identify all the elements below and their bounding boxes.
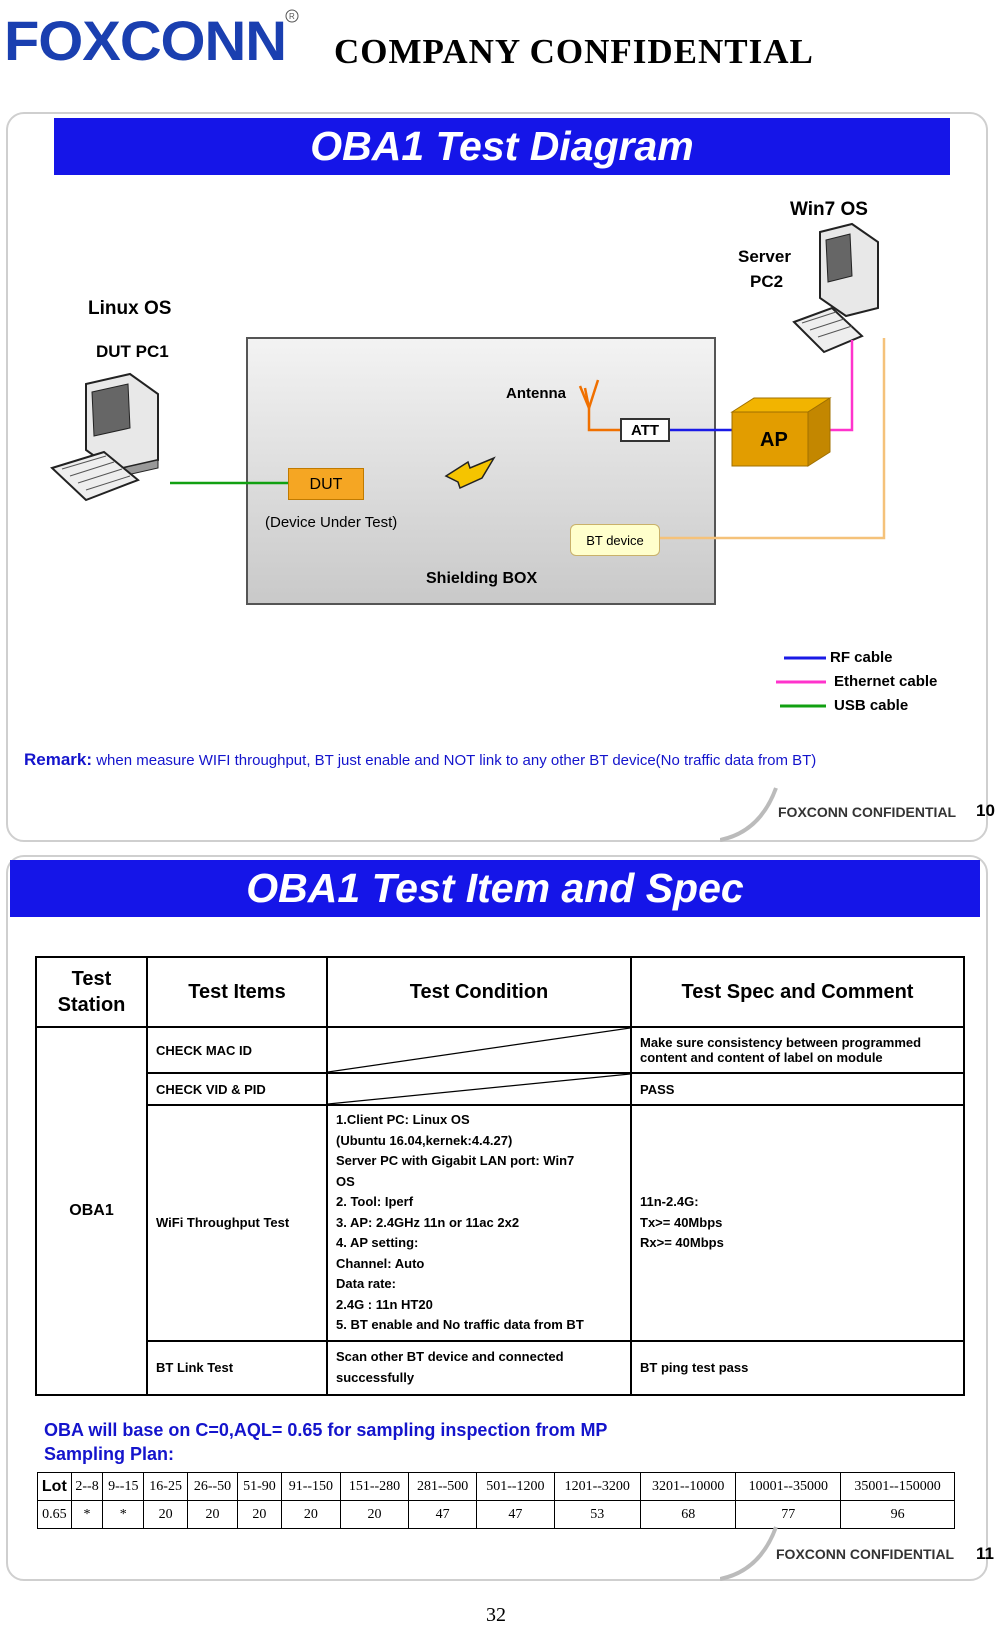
item-cell: CHECK MAC ID bbox=[146, 1026, 328, 1074]
sampling-head-cell: 9--15 bbox=[102, 1472, 145, 1501]
ethernet-cable-line bbox=[830, 340, 854, 432]
legend-rf-cable: RF cable bbox=[830, 649, 893, 666]
sampling-value-cell: 20 bbox=[143, 1500, 189, 1529]
svg-text:FOXCONN: FOXCONN bbox=[4, 9, 286, 70]
remark-body: when measure WIFI throughput, BT just en… bbox=[92, 752, 817, 769]
sampling-value-cell: 47 bbox=[476, 1500, 555, 1529]
sampling-head-cell: 91--150 bbox=[280, 1472, 341, 1501]
sampling-note: OBA will base on C=0,AQL= 0.65 for sampl… bbox=[44, 1418, 607, 1466]
linux-os-label: Linux OS bbox=[88, 298, 172, 319]
sampling-plan-table: Lot 2--8 9--15 16-25 26--50 51-90 91--15… bbox=[37, 1472, 955, 1529]
sampling-value-cell: 77 bbox=[735, 1500, 842, 1529]
sampling-value-cell: * bbox=[102, 1500, 145, 1529]
bt-device-box: BT device bbox=[570, 524, 660, 556]
condition-cell: Scan other BT device and connected succe… bbox=[326, 1339, 632, 1396]
sampling-head-cell: Lot bbox=[37, 1472, 72, 1501]
slide2-banner: OBA1 Test Item and Spec bbox=[10, 860, 980, 917]
station-cell: OBA1 bbox=[35, 1026, 148, 1396]
sampling-value-cell: 68 bbox=[639, 1500, 737, 1529]
table-header-row: Test Station Test Items Test Condition T… bbox=[35, 956, 965, 1028]
sampling-head-cell: 151--280 bbox=[339, 1472, 410, 1501]
legend-ethernet-cable: Ethernet cable bbox=[834, 673, 938, 690]
item-cell: WiFi Throughput Test bbox=[146, 1104, 328, 1342]
spec-table: Test Station Test Items Test Condition T… bbox=[35, 956, 965, 1396]
condition-cell-empty bbox=[326, 1026, 632, 1074]
condition-cell: 1.Client PC: Linux OS (Ubuntu 16.04,kern… bbox=[326, 1104, 632, 1342]
foxconn-logo: FOXCONN R bbox=[4, 9, 299, 70]
table-row: BT Link Test Scan other BT device and co… bbox=[36, 1339, 965, 1396]
footer-swoosh bbox=[720, 787, 778, 842]
sampling-value-cell: 20 bbox=[280, 1500, 341, 1529]
antenna-icon bbox=[583, 387, 620, 432]
server-label: Server bbox=[738, 247, 791, 266]
sampling-head-row: Lot 2--8 9--15 16-25 26--50 51-90 91--15… bbox=[37, 1472, 955, 1501]
device-under-test-label: (Device Under Test) bbox=[265, 514, 398, 531]
shielding-box-label: Shielding BOX bbox=[426, 570, 538, 587]
sampling-value-cell: 96 bbox=[840, 1500, 955, 1529]
slide2-footer: FOXCONN CONFIDENTIAL bbox=[776, 1546, 955, 1562]
spec-cell: 11n-2.4G: Tx>= 40Mbps Rx>= 40Mbps bbox=[630, 1104, 965, 1342]
table-row: WiFi Throughput Test 1.Client PC: Linux … bbox=[36, 1104, 965, 1342]
page-number: 32 bbox=[486, 1604, 506, 1626]
table-row: OBA1 CHECK MAC ID Make sure consistency … bbox=[35, 1026, 965, 1396]
sampling-value-cell: 20 bbox=[187, 1500, 238, 1529]
legend-usb-cable: USB cable bbox=[834, 697, 909, 714]
remark-label: Remark: bbox=[24, 750, 93, 769]
table-row: CHECK VID & PID PASS bbox=[36, 1072, 965, 1106]
slide1-banner: OBA1 Test Diagram bbox=[54, 118, 950, 175]
sampling-value-row: 0.65 * * 20 20 20 20 20 47 47 53 68 77 9… bbox=[37, 1500, 955, 1529]
sampling-value-cell: 53 bbox=[553, 1500, 641, 1529]
computer-icon-dut-pc1 bbox=[50, 372, 159, 502]
dut-pc1-label: DUT PC1 bbox=[96, 342, 169, 361]
ap-label: AP bbox=[760, 429, 788, 451]
sampling-head-cell: 501--1200 bbox=[476, 1472, 555, 1501]
sampling-note-line2: Sampling Plan: bbox=[44, 1444, 175, 1464]
connection-lines bbox=[170, 338, 886, 708]
sampling-head-cell: 1201--3200 bbox=[553, 1472, 641, 1501]
sampling-note-line1: OBA will base on C=0,AQL= 0.65 for sampl… bbox=[44, 1420, 608, 1440]
slide2-page-number: 11 bbox=[976, 1544, 994, 1563]
sampling-head-cell: 2--8 bbox=[70, 1472, 104, 1501]
sampling-value-cell: 47 bbox=[408, 1500, 478, 1529]
bt-usb-line bbox=[660, 338, 886, 540]
sampling-head-cell: 3201--10000 bbox=[639, 1472, 737, 1501]
sampling-head-cell: 281--500 bbox=[408, 1472, 478, 1501]
footer-swoosh bbox=[720, 1526, 778, 1581]
header-test-spec: Test Spec and Comment bbox=[630, 956, 965, 1028]
slide1-footer: FOXCONN CONFIDENTIAL bbox=[778, 804, 957, 820]
spec-cell: PASS bbox=[630, 1072, 965, 1106]
svg-text:R: R bbox=[289, 12, 295, 21]
att-box: ATT bbox=[620, 418, 670, 442]
sampling-value-cell: 20 bbox=[339, 1500, 410, 1529]
sampling-head-cell: 10001--35000 bbox=[735, 1472, 842, 1501]
sampling-value-cell: 0.65 bbox=[37, 1500, 72, 1529]
slide1-page-number: 10 bbox=[976, 801, 995, 820]
item-cell: CHECK VID & PID bbox=[146, 1072, 328, 1106]
sampling-value-cell: 20 bbox=[236, 1500, 282, 1529]
header-test-station: Test Station bbox=[35, 956, 148, 1028]
sampling-head-cell: 16-25 bbox=[143, 1472, 189, 1501]
dut-box: DUT bbox=[288, 468, 364, 500]
computer-icon-server-pc2 bbox=[792, 222, 879, 354]
antenna-label: Antenna bbox=[506, 385, 566, 402]
win7-os-label: Win7 OS bbox=[790, 199, 868, 220]
spec-cell: BT ping test pass bbox=[630, 1339, 965, 1396]
wireless-signal-icon bbox=[444, 456, 496, 490]
spec-cell: Make sure consistency between programmed… bbox=[630, 1026, 965, 1074]
header-test-condition: Test Condition bbox=[326, 956, 632, 1028]
item-cell: BT Link Test bbox=[146, 1339, 328, 1396]
sampling-head-cell: 35001--150000 bbox=[840, 1472, 955, 1501]
company-confidential-title: COMPANY CONFIDENTIAL bbox=[334, 32, 814, 71]
sampling-head-cell: 51-90 bbox=[236, 1472, 282, 1501]
condition-cell-empty bbox=[326, 1072, 632, 1106]
sampling-head-cell: 26--50 bbox=[187, 1472, 238, 1501]
header-test-items: Test Items bbox=[146, 956, 328, 1028]
pc2-label: PC2 bbox=[750, 272, 784, 291]
remark-text: Remark: when measure WIFI throughput, BT… bbox=[24, 750, 816, 770]
sampling-value-cell: * bbox=[70, 1500, 104, 1529]
ap-cube bbox=[730, 397, 832, 467]
